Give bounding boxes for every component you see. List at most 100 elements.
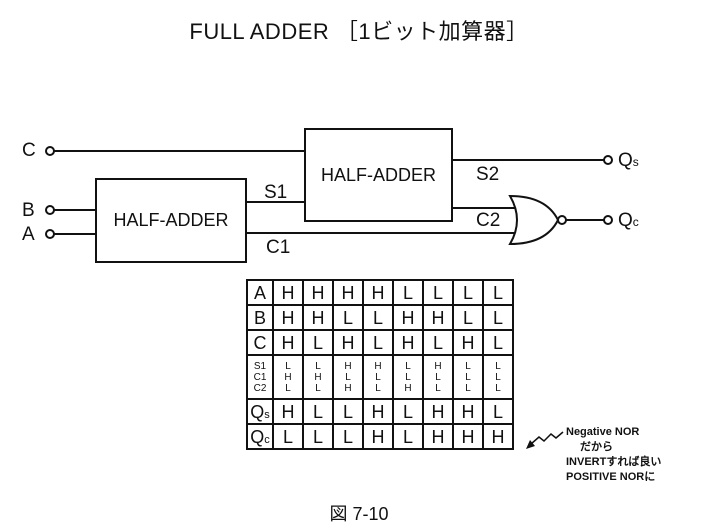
input-c-terminal — [45, 146, 55, 156]
truth-cell-c2: L — [435, 382, 441, 394]
truth-cell-c2: L — [285, 382, 291, 394]
truth-cell: H — [362, 398, 394, 425]
truth-cell: H — [392, 304, 424, 331]
output-qc-terminal — [603, 215, 613, 225]
truth-cell: H — [452, 329, 484, 356]
truth-cell-c1: H — [314, 371, 322, 383]
truth-cell: H — [422, 398, 454, 425]
truth-cell: H — [362, 279, 394, 306]
truth-cell: H — [392, 329, 424, 356]
truth-header-qs-main: Q — [250, 401, 265, 422]
truth-header-a: A — [246, 279, 274, 306]
truth-cell: H — [272, 329, 304, 356]
truth-cell: L — [392, 279, 424, 306]
signal-c1-label: C1 — [266, 237, 291, 258]
truth-cell-c1: H — [284, 371, 292, 383]
truth-cell: L — [482, 398, 514, 425]
output-qc-main: Q — [618, 210, 633, 231]
output-qs-main: Q — [618, 150, 633, 171]
figure-caption: 図 7-10 — [329, 504, 389, 524]
input-b-label: B — [22, 200, 35, 221]
output-qs-sub: s — [632, 155, 639, 169]
output-qs-label: Qs — [618, 151, 639, 170]
truth-cell: H — [332, 329, 364, 356]
truth-cell: L — [482, 304, 514, 331]
truth-cell: H — [422, 304, 454, 331]
truth-header-c: C — [246, 329, 274, 356]
truth-cell: H — [302, 304, 334, 331]
nor-gate — [508, 194, 560, 246]
truth-cell-c1: L — [495, 371, 501, 383]
input-b-terminal — [45, 205, 55, 215]
signal-s1-label: S1 — [264, 182, 288, 203]
nor-note-line-4: POSITIVE NORに — [566, 471, 656, 483]
truth-header-qs-sub: s — [264, 408, 270, 421]
truth-header-qc-main: Q — [250, 426, 265, 447]
truth-header-s1: S1 — [253, 360, 267, 372]
truth-cell: L — [302, 423, 334, 450]
truth-header-c1: C1 — [253, 371, 267, 383]
signal-s2-label: S2 — [476, 164, 500, 185]
truth-cell-s1: H — [344, 360, 352, 372]
truth-cell: H — [272, 304, 304, 331]
truth-header-qs: Qs — [246, 398, 274, 425]
nor-bubble — [557, 215, 567, 225]
truth-cell: H — [332, 279, 364, 306]
truth-header-c2: C2 — [253, 382, 267, 394]
truth-cell-c2: H — [344, 382, 352, 394]
truth-cell: L — [332, 304, 364, 331]
input-a-label: A — [22, 224, 35, 245]
truth-cell-s1: L — [465, 360, 471, 372]
truth-cell: L — [452, 279, 484, 306]
output-qc-sub: c — [632, 215, 639, 229]
truth-cell-s1: L — [495, 360, 501, 372]
truth-cell: L — [362, 329, 394, 356]
truth-cell: H — [452, 423, 484, 450]
truth-cell: L — [302, 329, 334, 356]
truth-header-qc-sub: c — [264, 433, 270, 446]
truth-cell-c2: L — [465, 382, 471, 394]
nor-note-line-2: だから — [580, 441, 613, 453]
nor-note: Negative NOR だから INVERTすれば良い POSITIVE NO… — [566, 425, 661, 485]
truth-cell-s1: L — [405, 360, 411, 372]
input-c-label: C — [22, 140, 36, 161]
truth-cell-c1: L — [435, 371, 441, 383]
output-qc-label: Qc — [618, 211, 639, 230]
truth-cell-c1: L — [405, 371, 411, 383]
signal-c2-label: C2 — [476, 210, 501, 231]
truth-cell: L — [392, 398, 424, 425]
truth-cell: L — [482, 329, 514, 356]
truth-header-b: B — [246, 304, 274, 331]
truth-cell: L — [422, 279, 454, 306]
nor-note-line-1: Negative NOR — [566, 426, 640, 438]
truth-cell-s1: L — [285, 360, 291, 372]
output-qs-terminal — [603, 155, 613, 165]
truth-cell: L — [392, 423, 424, 450]
truth-cell: L — [332, 398, 364, 425]
truth-cell-c1: L — [465, 371, 471, 383]
truth-cell: L — [332, 423, 364, 450]
diagram-title: FULL ADDER ［1ビット加算器］ — [189, 19, 529, 44]
half-adder-1: HALF-ADDER — [95, 178, 247, 263]
truth-cell-s1: H — [434, 360, 442, 372]
truth-cell-c1: L — [375, 371, 381, 383]
truth-header-qc: Qc — [246, 423, 274, 450]
truth-cell: L — [362, 304, 394, 331]
truth-cell: H — [482, 423, 514, 450]
truth-cell: L — [422, 329, 454, 356]
truth-cell-c2: L — [315, 382, 321, 394]
truth-cell-s1: H — [374, 360, 382, 372]
truth-cell: H — [302, 279, 334, 306]
truth-cell-c2: L — [375, 382, 381, 394]
truth-cell: H — [422, 423, 454, 450]
